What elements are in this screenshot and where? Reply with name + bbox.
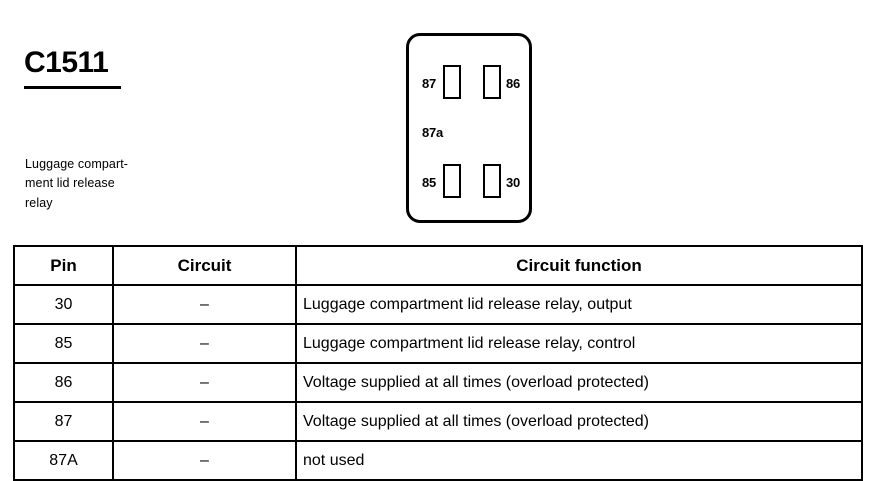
cell-pin: 86: [13, 362, 114, 403]
terminal-label-86: 86: [506, 76, 521, 91]
connector-title-block: C1511: [24, 48, 121, 89]
connector-description-line-3: relay: [25, 195, 53, 210]
connector-description-line-2: ment lid release: [25, 176, 115, 191]
terminal-label-87a: 87a: [422, 125, 444, 140]
connector-description: Luggage compart- ment lid release relay: [25, 155, 195, 213]
table-row: 87 – Voltage supplied at all times (over…: [13, 401, 863, 442]
cell-function: not used: [295, 440, 863, 481]
cell-circuit: –: [112, 440, 297, 481]
table-row: 87A – not used: [13, 440, 863, 481]
column-header-pin: Pin: [13, 245, 114, 286]
terminal-label-30: 30: [506, 175, 521, 190]
page-title: C1511: [24, 46, 109, 79]
cell-function: Voltage supplied at all times (overload …: [295, 362, 863, 403]
cell-circuit: –: [112, 362, 297, 403]
connector-diagram: 87 86 87a 85 30: [406, 33, 532, 223]
cell-pin: 87: [13, 401, 114, 442]
terminal-label-87: 87: [422, 76, 437, 91]
connector-description-line-1: Luggage compart-: [25, 157, 129, 171]
pin-assignment-table: Pin Circuit Circuit function 30 – Luggag…: [13, 245, 863, 481]
table-header-row: Pin Circuit Circuit function: [13, 245, 863, 286]
table-row: 30 – Luggage compartment lid release rel…: [13, 284, 863, 325]
cell-circuit: –: [112, 401, 297, 442]
terminal-label-85: 85: [422, 175, 437, 190]
cell-circuit: –: [112, 284, 297, 325]
cell-circuit: –: [112, 323, 297, 364]
cell-function: Luggage compartment lid release relay, o…: [295, 284, 863, 325]
column-header-circuit: Circuit: [112, 245, 297, 286]
cell-pin: 87A: [13, 440, 114, 481]
cell-function: Voltage supplied at all times (overload …: [295, 401, 863, 442]
terminal-slot-30: [483, 164, 501, 198]
terminal-slot-85: [443, 164, 461, 198]
cell-function: Luggage compartment lid release relay, c…: [295, 323, 863, 364]
terminal-slot-86: [483, 65, 501, 99]
cell-pin: 30: [13, 284, 114, 325]
table-row: 85 – Luggage compartment lid release rel…: [13, 323, 863, 364]
table-row: 86 – Voltage supplied at all times (over…: [13, 362, 863, 403]
title-underline: [24, 86, 121, 89]
column-header-function: Circuit function: [295, 245, 863, 286]
cell-pin: 85: [13, 323, 114, 364]
terminal-slot-87: [443, 65, 461, 99]
